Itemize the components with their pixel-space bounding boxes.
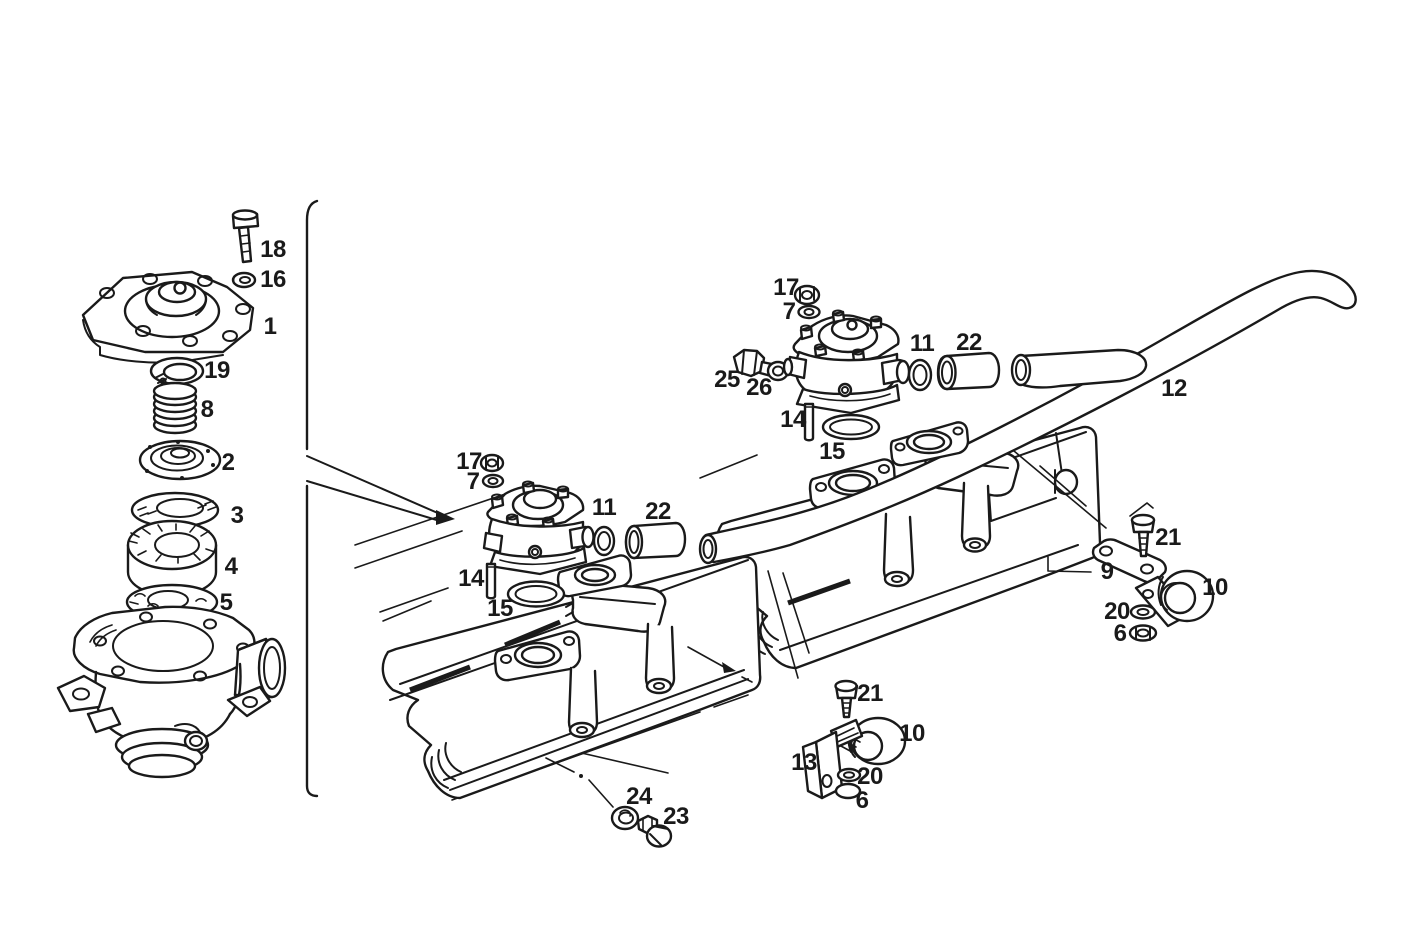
pump-body bbox=[56, 605, 287, 779]
hose-22-left bbox=[624, 521, 687, 560]
pipe-open-end-branch bbox=[1010, 353, 1032, 387]
hose-22-right bbox=[936, 351, 1001, 391]
thermostat-housing-right bbox=[782, 309, 911, 415]
pipe-flange-right bbox=[889, 421, 970, 467]
small-parts-24-23 bbox=[545, 757, 673, 848]
group-bracket bbox=[305, 199, 455, 798]
cover-flange-pad-left bbox=[493, 630, 582, 682]
clamp-assembly-right bbox=[1013, 450, 1215, 642]
washer-20-right bbox=[1129, 604, 1157, 620]
bracket-13 bbox=[801, 718, 864, 800]
clamp-10-bottom bbox=[827, 716, 907, 766]
pipe-main-tube bbox=[700, 269, 1357, 564]
washer-7-left bbox=[481, 473, 505, 489]
gasket-15-left bbox=[506, 580, 566, 608]
nut-17-right bbox=[793, 284, 821, 306]
pin-14-right bbox=[803, 402, 815, 442]
water-pump-exploded-column bbox=[56, 209, 287, 779]
coolant-pipe-12 bbox=[556, 269, 1357, 598]
washer-20-bottom bbox=[836, 767, 862, 783]
bolt-21-bottom bbox=[834, 679, 859, 719]
pipe-open-end-left bbox=[698, 533, 718, 565]
spring-8 bbox=[152, 381, 198, 435]
plug-23 bbox=[636, 814, 673, 848]
nut-6-bottom bbox=[834, 782, 862, 800]
thermostat-housing-left bbox=[482, 480, 595, 576]
clamp-10-right bbox=[1134, 569, 1215, 628]
pipe-branch-stub bbox=[1019, 348, 1148, 389]
seal-ring-11-left bbox=[592, 525, 616, 557]
washer-24 bbox=[610, 805, 640, 831]
clamp-assembly-bottom bbox=[767, 570, 907, 800]
gasket-15-right bbox=[821, 413, 881, 441]
nut-17-left bbox=[479, 453, 505, 473]
thermostat-element-4 bbox=[126, 519, 218, 598]
assembly-axis-arrow bbox=[687, 646, 753, 683]
pin-14-left bbox=[485, 562, 497, 600]
lock-washer-16 bbox=[231, 271, 257, 289]
washer-7-right bbox=[797, 304, 821, 320]
nut-6-right bbox=[1128, 624, 1158, 642]
cover-support-legs-left bbox=[567, 622, 676, 739]
cover-support-legs-right bbox=[882, 468, 1079, 588]
strap-9 bbox=[1091, 538, 1167, 584]
pump-cover-plate-1 bbox=[81, 270, 255, 364]
thermostat-group-right bbox=[732, 284, 1001, 442]
pipe-flange-left bbox=[556, 554, 633, 598]
thermostat-group-left bbox=[479, 453, 687, 608]
diaphragm-disc-2 bbox=[138, 439, 222, 481]
snap-ring-19 bbox=[149, 356, 205, 386]
bolt-21-right bbox=[1130, 513, 1156, 558]
seal-ring-11-right bbox=[907, 358, 933, 392]
valve-cover-left bbox=[381, 555, 762, 800]
bolt-18 bbox=[231, 209, 260, 264]
